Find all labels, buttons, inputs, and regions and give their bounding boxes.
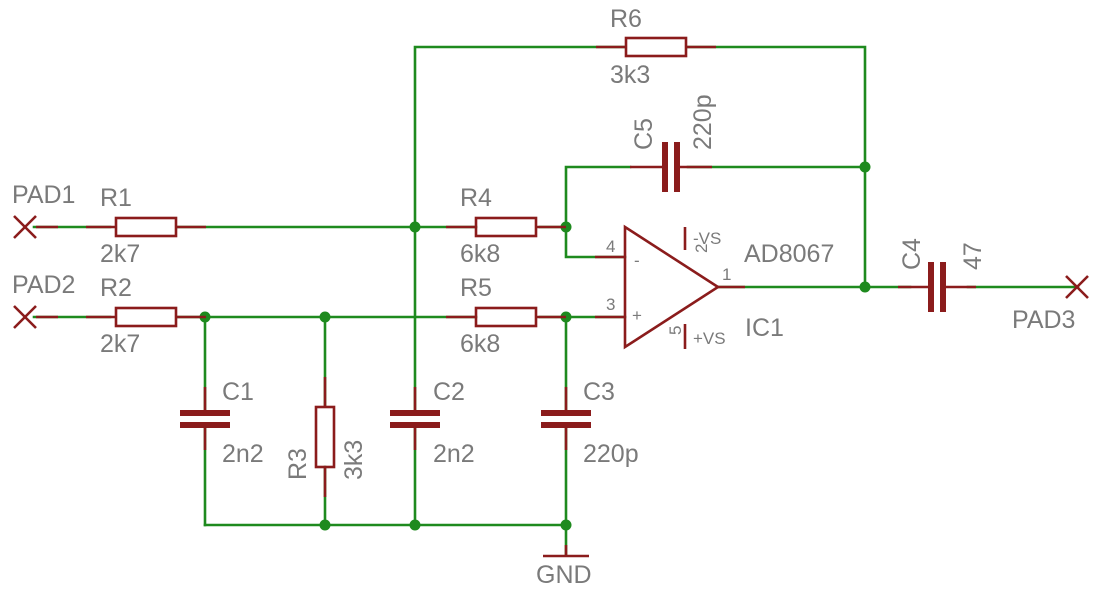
labels: PAD1 PAD2 PAD3 R1 2k7 R2 2k7 R4 6k8 R5 6… — [12, 5, 1075, 589]
c5-symbol — [630, 142, 712, 192]
junction — [409, 519, 421, 531]
opamp-ic1-symbol — [595, 224, 745, 350]
wires — [32, 45, 1080, 557]
r6-value: 3k3 — [610, 61, 650, 89]
r4-value: 6k8 — [460, 240, 500, 268]
pad2-label: PAD2 — [12, 271, 75, 299]
c2-value: 2n2 — [433, 440, 475, 468]
c1-symbol — [180, 387, 230, 450]
gnd-label: GND — [536, 561, 592, 589]
r5-name: R5 — [460, 274, 492, 302]
pad3-symbol — [1065, 275, 1089, 299]
pad2-symbol — [13, 305, 58, 329]
pad3-label: PAD3 — [1012, 306, 1075, 334]
r6-symbol — [596, 36, 716, 58]
wire-c5-left — [564, 165, 632, 229]
junction — [560, 519, 572, 531]
wire-r6-left — [413, 45, 627, 229]
junction — [859, 281, 871, 293]
c3-value: 220p — [583, 440, 639, 468]
c4-name: C4 — [898, 238, 926, 270]
wire-inv-input — [564, 225, 627, 259]
c2-symbol — [390, 387, 440, 450]
c5-name: C5 — [630, 118, 658, 150]
ic1-name-label: IC1 — [745, 314, 784, 342]
r3-symbol — [314, 377, 336, 497]
c2-name: C2 — [433, 378, 465, 406]
junction — [319, 311, 331, 323]
c4-symbol — [898, 262, 976, 312]
pin-4-label: 4 — [606, 237, 615, 256]
c4-value: 47 — [959, 242, 987, 270]
pad1-symbol — [13, 215, 58, 239]
c1-value: 2n2 — [222, 440, 264, 468]
r1-name: R1 — [100, 184, 132, 212]
c1-name: C1 — [222, 378, 254, 406]
pin-2-label: 2 — [692, 244, 711, 253]
ic1-part-label: AD8067 — [744, 240, 834, 268]
r3-value: 3k3 — [340, 440, 368, 480]
neg-supply-label: -VS — [693, 229, 721, 248]
r4-name: R4 — [460, 184, 492, 212]
c3-symbol — [541, 387, 591, 450]
r6-name: R6 — [610, 5, 642, 33]
pin-5-label: 5 — [666, 326, 685, 335]
pad1-label: PAD1 — [12, 181, 75, 209]
junction — [859, 161, 871, 173]
r2-name: R2 — [100, 274, 132, 302]
minus-sign: - — [634, 251, 640, 270]
c5-value: 220p — [689, 94, 717, 150]
pin-3-label: 3 — [606, 295, 615, 314]
ground-symbol — [543, 545, 589, 558]
wire-r6-right — [686, 45, 867, 289]
r3-name: R3 — [284, 448, 312, 480]
c3-name: C3 — [583, 378, 615, 406]
plus-sign: + — [632, 306, 642, 325]
r2-value: 2k7 — [100, 330, 140, 358]
pos-supply-label: +VS — [693, 329, 726, 348]
junction — [319, 519, 331, 531]
r4-symbol — [446, 216, 566, 238]
r1-value: 2k7 — [100, 240, 140, 268]
r5-value: 6k8 — [460, 330, 500, 358]
junction — [409, 221, 421, 233]
r1-symbol — [86, 216, 206, 238]
pin-1-label: 1 — [722, 265, 731, 284]
r2-symbol — [86, 306, 206, 328]
r5-symbol — [446, 306, 566, 328]
